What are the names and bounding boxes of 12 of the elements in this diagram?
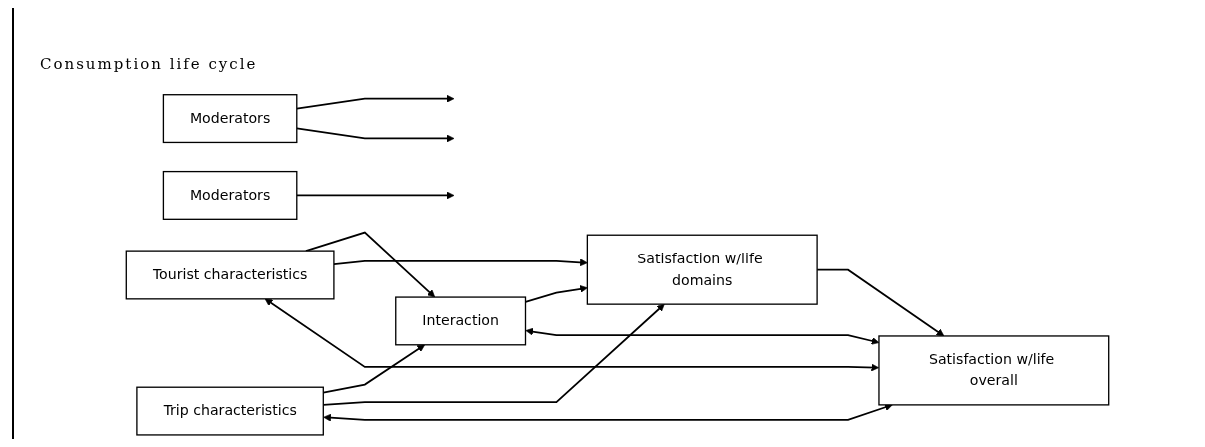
arrow <box>264 298 879 372</box>
arrow <box>333 258 588 267</box>
node-box: Interaction <box>395 296 527 346</box>
diagram-title: Consumption life cycle <box>40 55 258 73</box>
node-box: Satisfaction w/life domains <box>586 234 818 305</box>
arrow <box>323 403 893 422</box>
node-box: Moderators <box>162 94 298 144</box>
node-box: Satisfaction w/life overall <box>878 335 1110 406</box>
arrow <box>305 231 436 298</box>
node-box: Moderators <box>162 170 298 220</box>
node-box: Trip characteristics <box>136 386 324 436</box>
node-box: Tourist characteristics <box>125 250 335 300</box>
